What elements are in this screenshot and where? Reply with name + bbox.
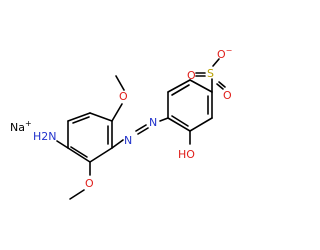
bond-ring2-double-3 [171,115,189,127]
azo-nitrogen-2: N [149,116,157,129]
sulfonate-oxygen-right: O [223,89,232,102]
bond-azo-double-b [135,124,147,132]
chemical-structure: Na+ H2N O O N N HO S O− O O [10,46,232,200]
bond-methoxy-bottom-2 [69,189,85,200]
bond-ring1-1 [89,112,113,122]
sulfur-label: S [207,67,214,80]
bond-amine [56,140,69,149]
bond-ring2-3 [189,79,213,93]
bond-ring2-6 [167,117,191,132]
bond-ring1-double-3 [72,116,90,124]
bond-ring2-double-1 [171,84,190,96]
sulfonate-oxygen-top: O− [217,46,232,61]
bond-azo-c1 [111,139,124,149]
bond-ring2-2 [167,79,191,93]
bond-so-top [212,58,220,67]
bond-so-right-b [216,83,224,90]
atom-labels: Na+ H2N O O N N HO S O− O O [10,46,232,190]
amine-label: H2N [33,130,57,143]
methoxy-top-oxygen: O [119,90,128,103]
bond-methoxy-top-2 [115,75,125,91]
bond-ring1-3 [89,147,113,163]
bond-ring2-5 [189,117,213,132]
azo-nitrogen-1: N [124,134,132,147]
bond-ring1-double-2 [70,146,88,158]
bond-ring1-4 [67,147,91,163]
bond-methoxy-top-1 [111,103,123,122]
methoxy-bottom-oxygen: O [85,177,94,190]
bond-so-right-a [218,81,226,88]
bond-ring1-6 [67,112,91,122]
sulfonate-oxygen-left: O [187,69,196,82]
bond-azo-c2 [159,117,169,122]
bond-azo-double-a [137,127,149,135]
hydroxyl-label: HO [178,148,195,161]
counter-ion-label: Na+ [10,119,32,134]
bonds [56,58,226,200]
